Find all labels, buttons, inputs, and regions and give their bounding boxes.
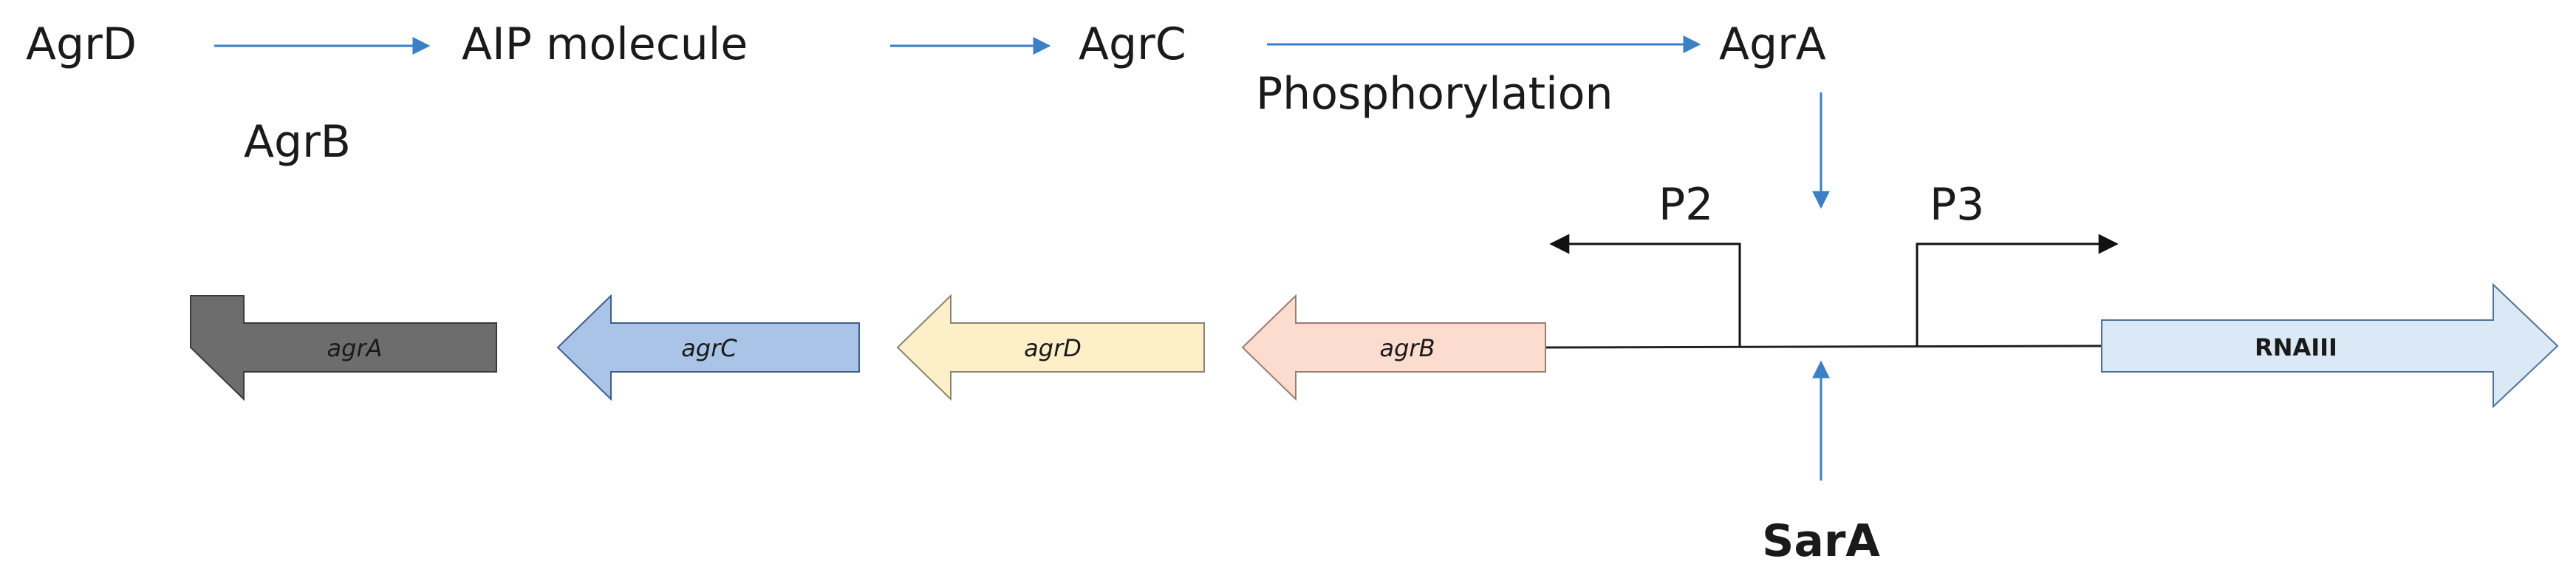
label-agrd: AgrD	[26, 18, 137, 70]
dna-backbone	[1545, 344, 2102, 349]
label-p3: P3	[1930, 179, 1984, 231]
label-p2: P2	[1658, 179, 1713, 231]
gene-agra-label: agrA	[327, 334, 383, 362]
label-aip-molecule: AIP molecule	[462, 18, 748, 70]
gene-agrb-label: agrB	[1379, 334, 1435, 362]
label-agrb: AgrB	[244, 116, 351, 168]
promoter-p2-arrow	[1549, 234, 1741, 346]
gene-agrc-label: agrC	[681, 334, 737, 362]
label-phosphorylation: Phosphorylation	[1256, 68, 1613, 120]
gene-agra-arrow	[190, 295, 497, 401]
gene-agrb-arrow	[1241, 293, 1546, 401]
gene-agrd-label: agrD	[1024, 334, 1082, 362]
label-agra: AgrA	[1719, 18, 1826, 70]
gene-agrd-arrow	[896, 293, 1205, 401]
label-sara: SarA	[1762, 515, 1880, 567]
label-agrc: AgrC	[1079, 18, 1186, 70]
gene-rnaiii-label: RNAIII	[2255, 333, 2337, 361]
promoter-p3-arrow	[1916, 234, 2119, 346]
gene-agrc-arrow	[556, 293, 860, 401]
gene-rnaiii-arrow	[2101, 282, 2559, 409]
